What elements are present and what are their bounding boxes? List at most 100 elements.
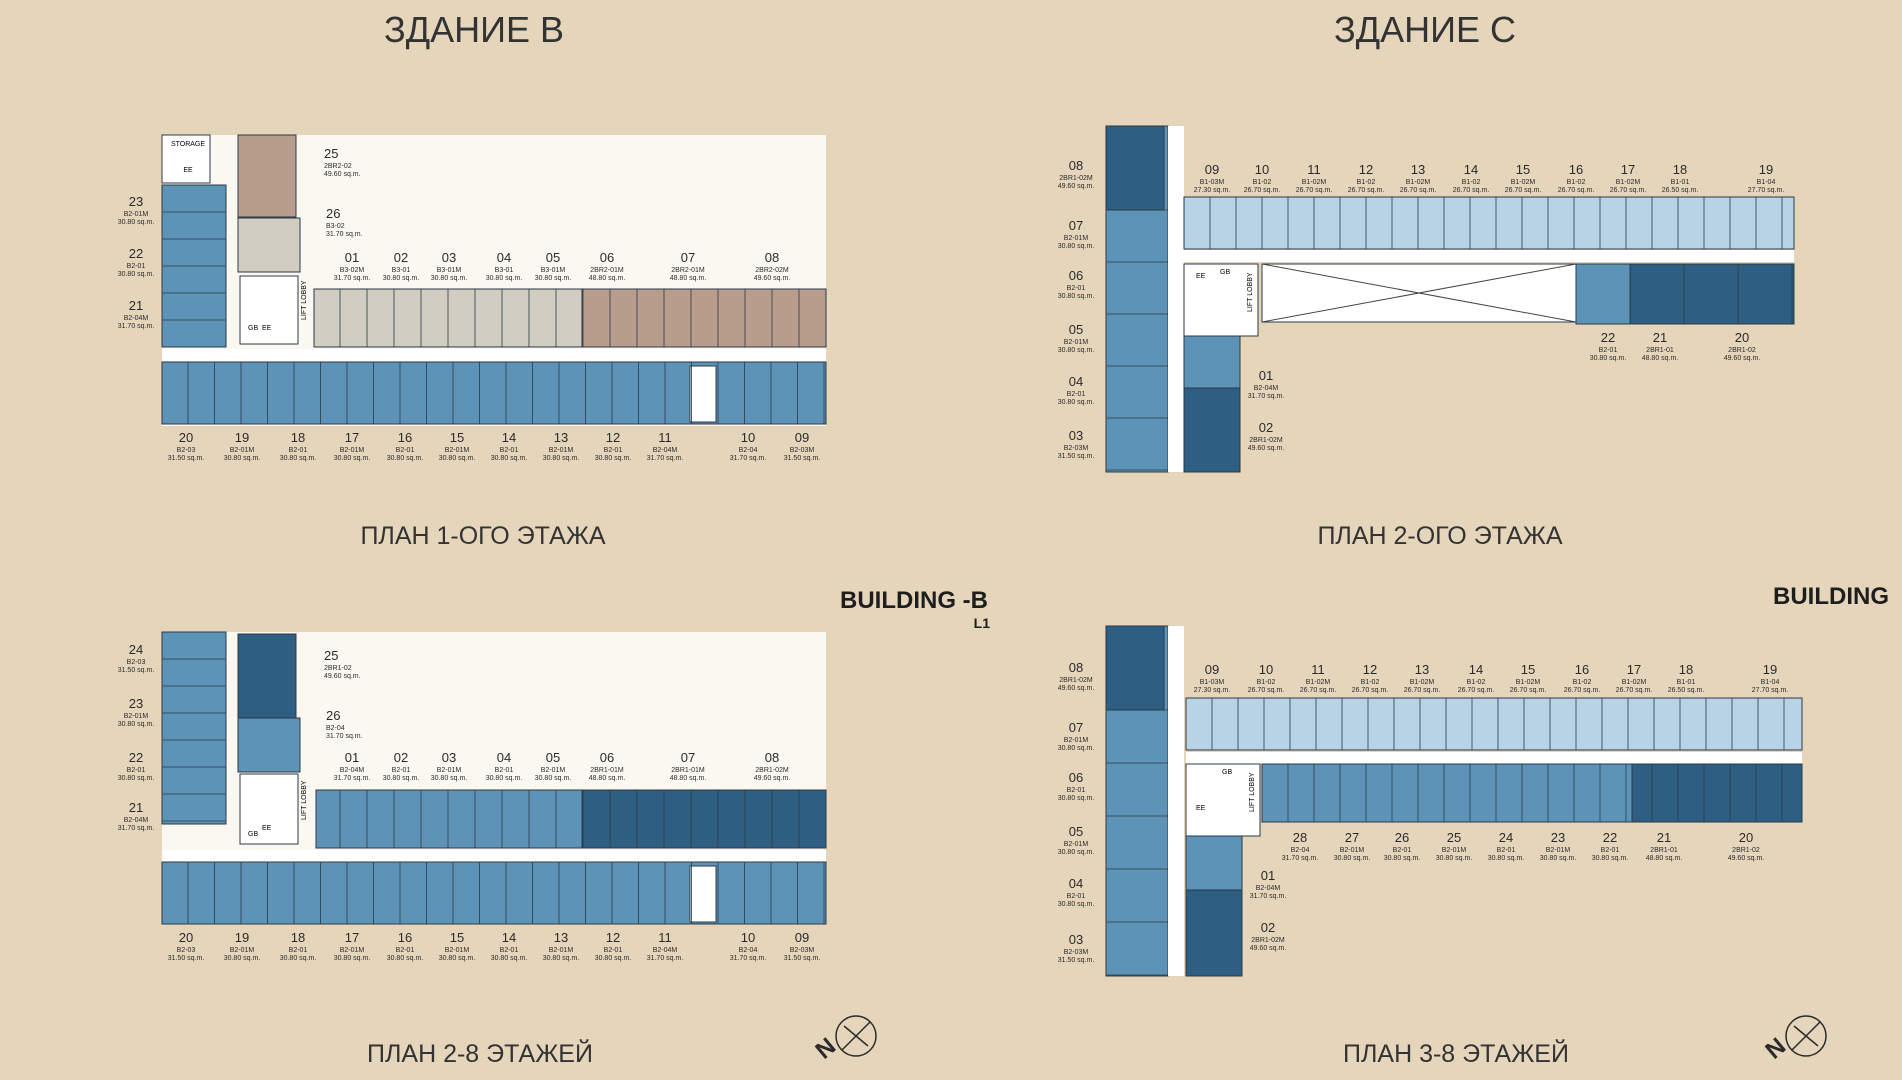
corridor	[162, 850, 826, 862]
unit-number: 28	[1293, 830, 1307, 845]
unit-area: 30.80 sq.m.	[1590, 355, 1627, 362]
unit-number: 18	[1679, 662, 1693, 677]
unit-type: B1-02	[1573, 679, 1592, 686]
unit-type: B2-01M	[230, 947, 255, 954]
unit-type: B2-01	[500, 947, 519, 954]
unit-number: 09	[1205, 662, 1219, 677]
unit-number: 24	[129, 642, 143, 657]
unit-area: 30.80 sq.m.	[431, 775, 468, 782]
void-cross-2	[1261, 263, 1577, 323]
unit-type: B2-01	[127, 263, 146, 270]
unit-number: 12	[1363, 662, 1377, 677]
unit-number: 15	[450, 430, 464, 445]
unit-number: 08	[1069, 660, 1083, 675]
unit-number: 20	[179, 430, 193, 445]
units-20-21	[1631, 763, 1803, 823]
unit-type: 2BR1-01M	[671, 767, 705, 774]
unit-number: 26	[1395, 830, 1409, 845]
corridor-west	[1168, 126, 1184, 472]
unit-area: 26.70 sq.m.	[1610, 187, 1647, 194]
unit-number: 21	[1653, 330, 1667, 345]
unit-area: 26.70 sq.m.	[1404, 687, 1441, 694]
unit-area: 31.70 sq.m.	[730, 955, 767, 962]
unit-type: B2-01	[289, 447, 308, 454]
unit-type: B3-02	[326, 223, 345, 230]
unit-area: 26.50 sq.m.	[1668, 687, 1705, 694]
unit-area: 26.70 sq.m.	[1244, 187, 1281, 194]
unit-type: B2-01M	[124, 713, 149, 720]
unit-number: 08	[1069, 158, 1083, 173]
unit-type: 2BR1-01	[1646, 347, 1674, 354]
unit-area: 26.50 sq.m.	[1662, 187, 1699, 194]
unit-type: B2-01	[1601, 847, 1620, 854]
unit-type: 2BR1-02	[1732, 847, 1760, 854]
unit-number: 13	[1411, 162, 1425, 177]
unit-area: 30.80 sq.m.	[491, 455, 528, 462]
unit-number: 12	[1359, 162, 1373, 177]
unit-number: 17	[345, 430, 359, 445]
unit-area: 26.70 sq.m.	[1248, 687, 1285, 694]
unit-area: 30.80 sq.m.	[334, 955, 371, 962]
unit-type: B2-01	[1067, 787, 1086, 794]
unit-number: 20	[179, 930, 193, 945]
unit-area: 26.70 sq.m.	[1616, 687, 1653, 694]
units-north-rose	[581, 288, 827, 348]
unit-area: 26.70 sq.m.	[1505, 187, 1542, 194]
ee-label: EE	[183, 167, 193, 174]
unit-type: 2BR2-02	[324, 163, 352, 170]
unit-type: B3-01M	[541, 267, 566, 274]
lift-lobby	[239, 275, 299, 345]
unit-number: 09	[795, 930, 809, 945]
plan-c-floor3-8-caption: ПЛАН 3-8 ЭТАЖЕЙ	[1343, 1038, 1569, 1068]
unit-type: 2BR2-02M	[755, 267, 789, 274]
unit-area: 26.70 sq.m.	[1296, 187, 1333, 194]
unit-number: 16	[398, 430, 412, 445]
unit-number: 04	[1069, 374, 1083, 389]
unit-area: 31.70 sq.m.	[1282, 855, 1319, 862]
unit-number: 06	[1069, 770, 1083, 785]
unit-area: 49.60 sq.m.	[1058, 183, 1095, 190]
unit-number: 20	[1735, 330, 1749, 345]
unit-number: 26	[326, 206, 340, 221]
unit-02	[1183, 387, 1241, 473]
unit-area: 30.80 sq.m.	[1592, 855, 1629, 862]
unit-area: 31.50 sq.m.	[784, 455, 821, 462]
unit-area: 30.80 sq.m.	[595, 455, 632, 462]
unit-area: 30.80 sq.m.	[439, 455, 476, 462]
unit-area: 30.80 sq.m.	[334, 455, 371, 462]
unit-number: 17	[1621, 162, 1635, 177]
unit-area: 31.70 sq.m.	[326, 733, 363, 740]
unit-area: 26.70 sq.m.	[1564, 687, 1601, 694]
unit-type: B1-03M	[1200, 679, 1225, 686]
unit-area: 30.80 sq.m.	[1058, 849, 1095, 856]
unit-number: 16	[398, 930, 412, 945]
units-south	[161, 361, 827, 425]
unit-type: B2-04M	[124, 817, 149, 824]
unit-number: 09	[1205, 162, 1219, 177]
unit-number: 15	[1521, 662, 1535, 677]
unit-type: 2BR1-02M	[755, 767, 789, 774]
unit-number: 21	[1657, 830, 1671, 845]
unit-area: 31.70 sq.m.	[647, 955, 684, 962]
unit-area: 31.70 sq.m.	[118, 825, 155, 832]
